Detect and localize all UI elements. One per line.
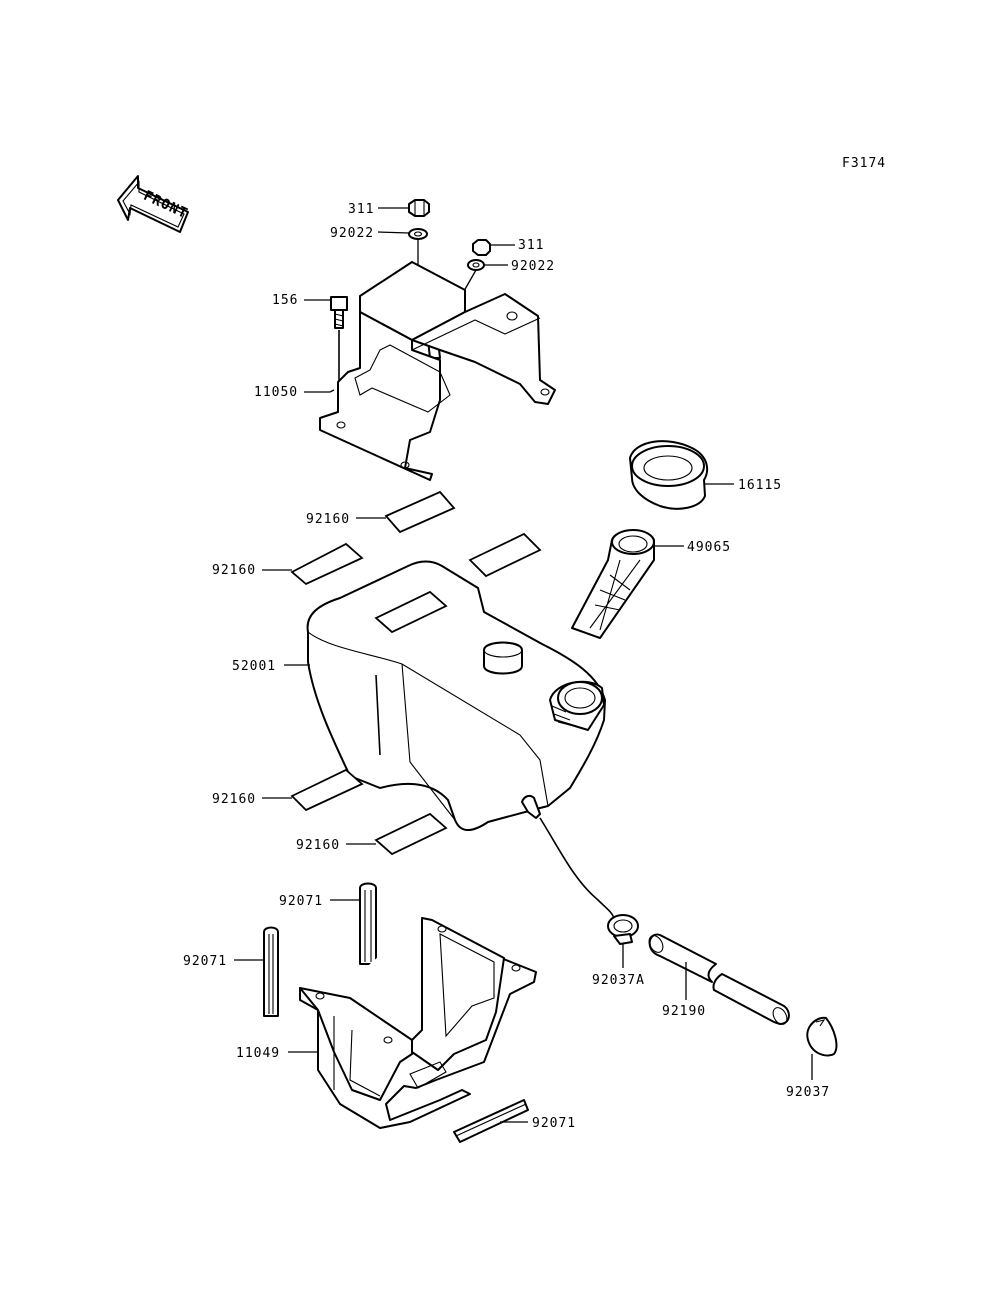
label-92160-left: 92160 bbox=[212, 563, 256, 578]
bracket-11050 bbox=[319, 261, 556, 481]
label-92160-top: 92160 bbox=[306, 512, 350, 527]
label-92160-lower-left: 92160 bbox=[212, 792, 256, 807]
label-92160-lower: 92160 bbox=[296, 838, 340, 853]
label-156: 156 bbox=[272, 293, 298, 308]
label-49065: 49065 bbox=[687, 540, 731, 555]
nut-311-upper bbox=[408, 199, 430, 217]
label-311-right: 311 bbox=[518, 238, 544, 253]
bolt-156 bbox=[330, 296, 348, 420]
cushion-92071-left bbox=[263, 926, 279, 1017]
label-92022-upper: 92022 bbox=[330, 226, 374, 241]
label-92037A: 92037A bbox=[592, 973, 645, 988]
label-11049: 11049 bbox=[236, 1046, 280, 1061]
label-311-upper: 311 bbox=[348, 202, 374, 217]
washer-92022-right bbox=[467, 259, 485, 271]
cushion-92071-bottom bbox=[453, 1099, 529, 1143]
pad-92160-top bbox=[384, 490, 456, 534]
label-11050: 11050 bbox=[254, 385, 298, 400]
washer-92022-upper bbox=[408, 228, 428, 240]
label-92037: 92037 bbox=[786, 1085, 830, 1100]
figure-code: F3174 bbox=[842, 156, 886, 171]
label-16115: 16115 bbox=[738, 478, 782, 493]
label-52001: 52001 bbox=[232, 659, 276, 674]
label-92071-top: 92071 bbox=[279, 894, 323, 909]
clamp-92037A bbox=[607, 914, 639, 945]
filter-49065 bbox=[571, 529, 655, 639]
clamp-92037 bbox=[806, 1016, 838, 1057]
nut-311-right bbox=[472, 239, 491, 256]
label-92071-left: 92071 bbox=[183, 954, 227, 969]
pad-92160-right bbox=[468, 532, 542, 578]
pad-92160-lower-left bbox=[290, 768, 364, 812]
fuel-tank-52001 bbox=[306, 560, 606, 831]
fuel-cap-16115 bbox=[629, 440, 709, 510]
hose-92190 bbox=[648, 933, 790, 1025]
label-92190: 92190 bbox=[662, 1004, 706, 1019]
cushion-92071-top bbox=[359, 882, 377, 965]
pad-92160-left bbox=[290, 542, 364, 586]
label-92022-right: 92022 bbox=[511, 259, 555, 274]
pad-92160-lower bbox=[374, 812, 448, 856]
front-arrow-icon: FRONT bbox=[117, 175, 190, 233]
bracket-11049 bbox=[299, 917, 537, 1129]
label-92071-bottom: 92071 bbox=[532, 1116, 576, 1131]
